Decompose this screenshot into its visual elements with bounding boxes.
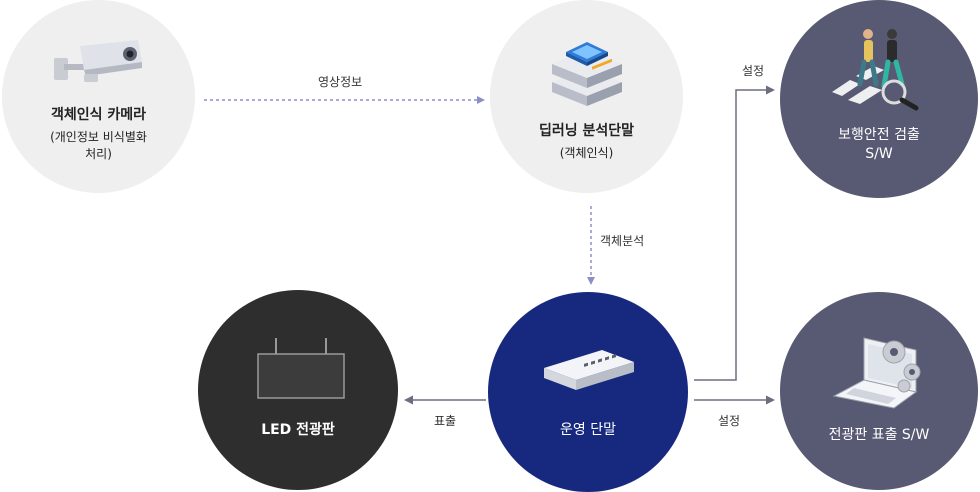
router-icon [544,350,634,390]
camera-sub2: 처리) [85,147,112,161]
node-deep-learning: 딥러닝 분석단말 (객체인식) [490,0,683,193]
pedestrian-line2: S/W [865,146,893,162]
server-icon [552,42,622,106]
led-title: LED 전광판 [261,422,335,438]
node-led-panel: LED 전광판 [198,290,398,490]
node-panel-sw: 전광판 표출 S/W [780,292,978,490]
led-board-icon [257,338,345,399]
node-camera: 객체인식 카메라 (개인정보 비식별화 처리) [2,0,195,193]
camera-sub1: (개인정보 비식별화 [50,130,147,144]
node-pedestrian-sw: 보행안전 검출 S/W [780,0,978,198]
camera-title: 객체인식 카메라 [50,107,147,123]
pedestrian-line1: 보행안전 검출 [838,127,920,143]
camera-icon [54,40,142,82]
operation-title: 운영 단말 [560,422,616,438]
node-operation: 운영 단말 [488,292,688,492]
label-setting-bottom: 설정 [718,414,741,428]
panel-sw-title: 전광판 표출 S/W [828,427,930,443]
pedestrians-icon [832,29,919,111]
edge-setting-top [694,85,775,381]
label-video-info: 영상정보 [318,75,363,89]
label-setting-top: 설정 [742,64,765,78]
laptop-gears-icon [832,337,921,409]
deep-learning-title: 딥러닝 분석단말 [538,123,635,139]
label-object-analysis: 객체분석 [600,234,645,248]
deep-learning-sub: (객체인식) [559,146,614,160]
label-display: 표출 [434,414,457,428]
